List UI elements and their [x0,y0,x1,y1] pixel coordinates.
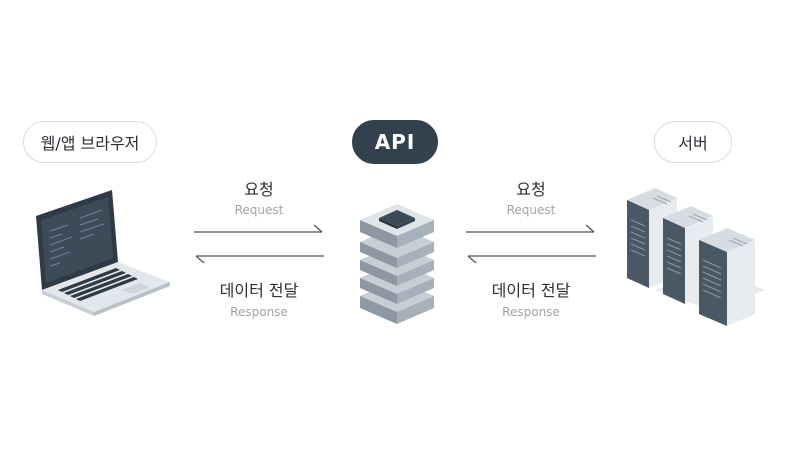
right-response-label: 데이터 전달 [491,281,571,300]
api-label: API [352,120,438,164]
right-request-arrow [466,224,595,233]
right-request-label: 요청 [516,180,546,199]
left-response-arrow [195,255,324,264]
left-request-sublabel: Request [234,203,284,217]
left-response-label: 데이터 전달 [219,281,299,300]
server-rack-icon [627,188,765,326]
server-label: 서버 [654,121,732,163]
right-request-sublabel: Request [506,203,556,217]
client-label: 웹/앱 브라우저 [23,121,157,163]
laptop-icon [36,190,170,316]
right-response-arrow [467,255,596,264]
left-request-arrow [194,224,323,233]
left-request-label: 요청 [244,180,274,199]
left-response-sublabel: Response [230,305,288,319]
stack-icon [360,204,434,324]
right-response-sublabel: Response [502,305,560,319]
